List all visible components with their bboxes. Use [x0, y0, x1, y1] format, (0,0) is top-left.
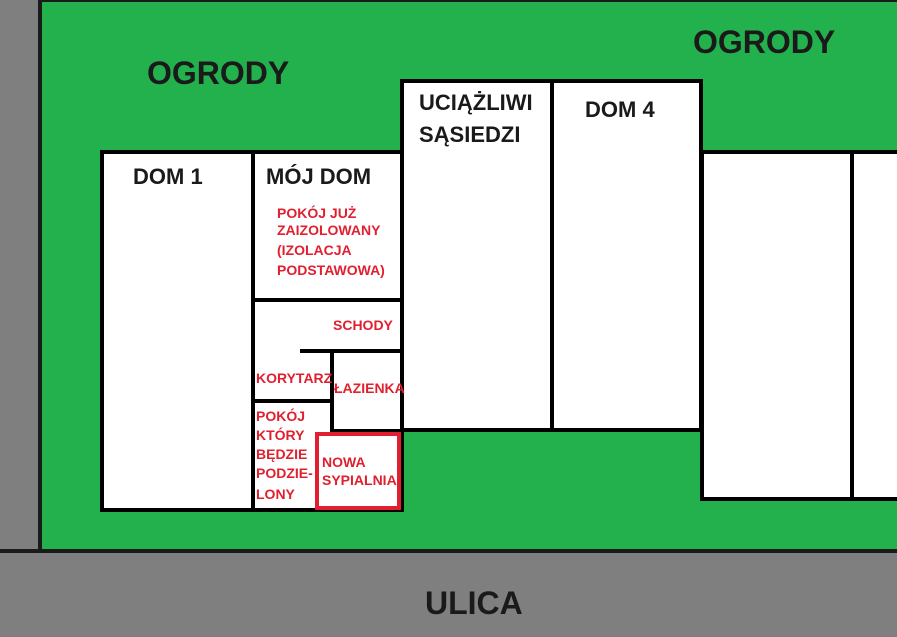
my-house-label: MÓJ DOM: [266, 164, 372, 189]
new-bedroom-label-1: NOWA: [322, 454, 366, 470]
garden-label-left: OGRODY: [147, 55, 290, 91]
top-border: [0, 0, 897, 2]
house-5: [700, 150, 854, 501]
split-room-label-1: POKÓJ: [256, 408, 306, 424]
wall-corridor: [251, 399, 334, 403]
split-room-label-2: KTÓRY: [256, 427, 305, 443]
house-4: [550, 79, 703, 432]
new-bedroom-outline: [315, 432, 401, 510]
house-1-label: DOM 1: [133, 164, 203, 189]
neighbours-label-line2: SĄSIEDZI: [419, 122, 521, 147]
split-room-label-4: PODZIE-: [256, 465, 313, 481]
split-room-label-3: BĘDZIE: [256, 446, 308, 462]
wall-bathroom-vertical: [330, 349, 334, 435]
insulated-room-label-4: PODSTAWOWA): [277, 262, 385, 278]
insulated-room-label-3: (IZOLACJA: [277, 242, 352, 258]
house-6: [850, 150, 897, 501]
house-4-label: DOM 4: [585, 97, 655, 122]
street-label: ULICA: [425, 585, 523, 621]
garden-label-right: OGRODY: [693, 24, 836, 60]
neighbours-house: [400, 79, 554, 432]
street-area: [0, 549, 897, 637]
insulated-room-label-1: POKÓJ JUŻ: [277, 205, 357, 221]
corridor-label: KORYTARZ: [256, 370, 333, 386]
split-room-label-5: LONY: [256, 486, 295, 502]
bathroom-label: ŁAZIENKA: [334, 380, 405, 396]
new-bedroom-label-2: SYPIALNIA: [322, 472, 397, 488]
stairs-label: SCHODY: [333, 317, 393, 333]
wall-insulated-room: [251, 298, 404, 302]
side-road: [0, 0, 42, 552]
wall-bathroom-bottom: [330, 429, 404, 433]
insulated-room-label-2: ZAIZOLOWANY: [277, 222, 381, 238]
house-1: [100, 150, 255, 512]
wall-stairs: [300, 349, 404, 353]
neighbours-label-line1: UCIĄŻLIWI: [419, 90, 533, 115]
